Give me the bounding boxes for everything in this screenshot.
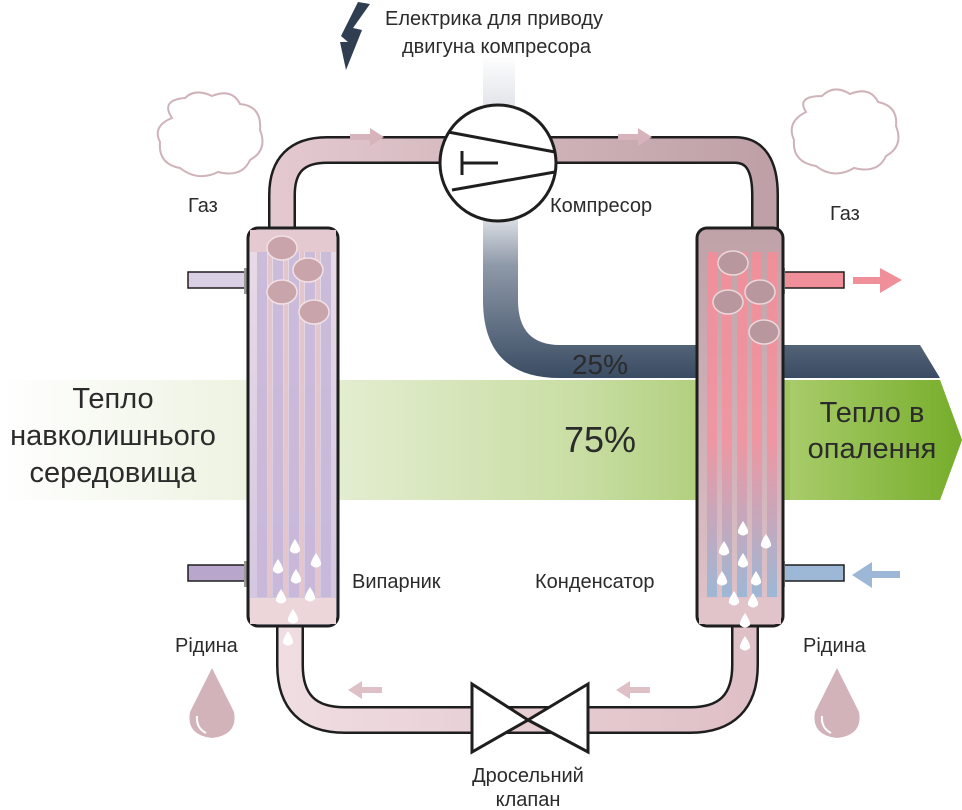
heating-label-line1: Тепло в: [820, 397, 925, 429]
evaporator-tube-gap: [316, 252, 320, 597]
ambient-heat-label-line3: середовища: [30, 457, 198, 489]
evaporator-tube: [273, 252, 283, 597]
evaporator-tube-gap: [284, 252, 288, 597]
evaporator-tube-gap: [268, 252, 272, 597]
evaporator-tube-gap: [300, 252, 304, 597]
gas-bubble: [717, 250, 749, 276]
gas-bubble: [298, 299, 330, 325]
evaporator-tube: [289, 252, 299, 597]
condenser-tube: [722, 252, 732, 597]
liquid-droplet: [737, 553, 749, 568]
ambient-heat-label-line1: Тепло: [72, 383, 153, 415]
lightning-bolt-icon: [340, 2, 370, 70]
evaporator-label: Випарник: [352, 571, 441, 593]
liquid-droplet: [290, 569, 302, 584]
condenser-tube: [767, 252, 777, 597]
gas-bubble: [266, 235, 298, 261]
liquid-droplet: [739, 613, 751, 628]
liquid-droplet: [275, 589, 287, 604]
gas-bubble: [712, 289, 744, 315]
heating-output-arrow: [790, 380, 962, 500]
liquid-droplet: [310, 553, 322, 568]
liquid-droplet: [304, 587, 316, 602]
liquid-droplet: [747, 593, 759, 608]
liquid-droplet: [750, 571, 762, 586]
evaporator: [187, 226, 340, 646]
droplet-icon-left: [189, 668, 235, 738]
condenser-tube: [737, 252, 747, 597]
liquid-label-left: Рідина: [175, 635, 239, 657]
evaporator-tube: [305, 252, 315, 597]
cold-water-in-arrow: [852, 562, 900, 588]
droplet-icon-right: [814, 668, 860, 738]
refrigerant-pipe-bottom: [276, 625, 759, 734]
condenser-tube: [752, 252, 762, 597]
ambient-heat-label-line2: навколишнього: [10, 420, 216, 452]
hot-water-out-arrow: [853, 268, 902, 293]
liquid-label-right: Рідина: [803, 635, 867, 657]
electricity-label-line2: двигуна компресора: [402, 36, 592, 58]
liquid-droplet: [760, 534, 772, 549]
gas-label-right: Газ: [830, 203, 860, 225]
gas-bubble: [744, 279, 776, 305]
flow-arrow-bottom-left: [348, 681, 382, 699]
liquid-droplet: [737, 521, 749, 536]
electric-energy-flow: [483, 205, 940, 378]
flow-arrow-top-right: [618, 128, 652, 146]
liquid-droplet: [728, 591, 740, 606]
liquid-droplet: [718, 541, 730, 556]
gas-bubble: [292, 257, 324, 283]
condenser: [695, 226, 845, 651]
liquid-droplet: [272, 559, 284, 574]
evaporator-tube: [321, 252, 331, 597]
compressor-label: Компресор: [550, 195, 652, 217]
flow-arrow-top-left: [350, 128, 384, 146]
condenser-tube: [707, 252, 717, 597]
gas-label-left: Газ: [188, 195, 218, 217]
electric-percent-label: 25%: [572, 349, 628, 380]
evaporator-tube: [257, 252, 267, 597]
condenser-label: Конденсатор: [535, 571, 655, 593]
compressor-symbol[interactable]: [438, 103, 558, 223]
liquid-droplet: [289, 539, 301, 554]
liquid-droplet: [287, 609, 299, 624]
valve-label-line2: клапан: [496, 789, 561, 810]
gas-bubble: [748, 319, 780, 345]
cloud-icon-left: [156, 91, 264, 178]
liquid-droplet: [716, 571, 728, 586]
electric-input-strip: [483, 55, 515, 110]
liquid-droplet: [282, 631, 294, 646]
liquid-droplet: [739, 636, 751, 651]
ambient-percent-label: 75%: [564, 419, 636, 460]
valve-label-line1: Дросельний: [472, 765, 584, 787]
electricity-label-line1: Електрика для приводу: [385, 8, 603, 30]
expansion-valve-symbol[interactable]: [470, 681, 590, 755]
cloud-icon-right: [790, 88, 900, 175]
heating-label-line2: опалення: [808, 433, 937, 465]
flow-arrow-bottom-right: [616, 681, 650, 699]
gas-bubble: [266, 279, 298, 305]
